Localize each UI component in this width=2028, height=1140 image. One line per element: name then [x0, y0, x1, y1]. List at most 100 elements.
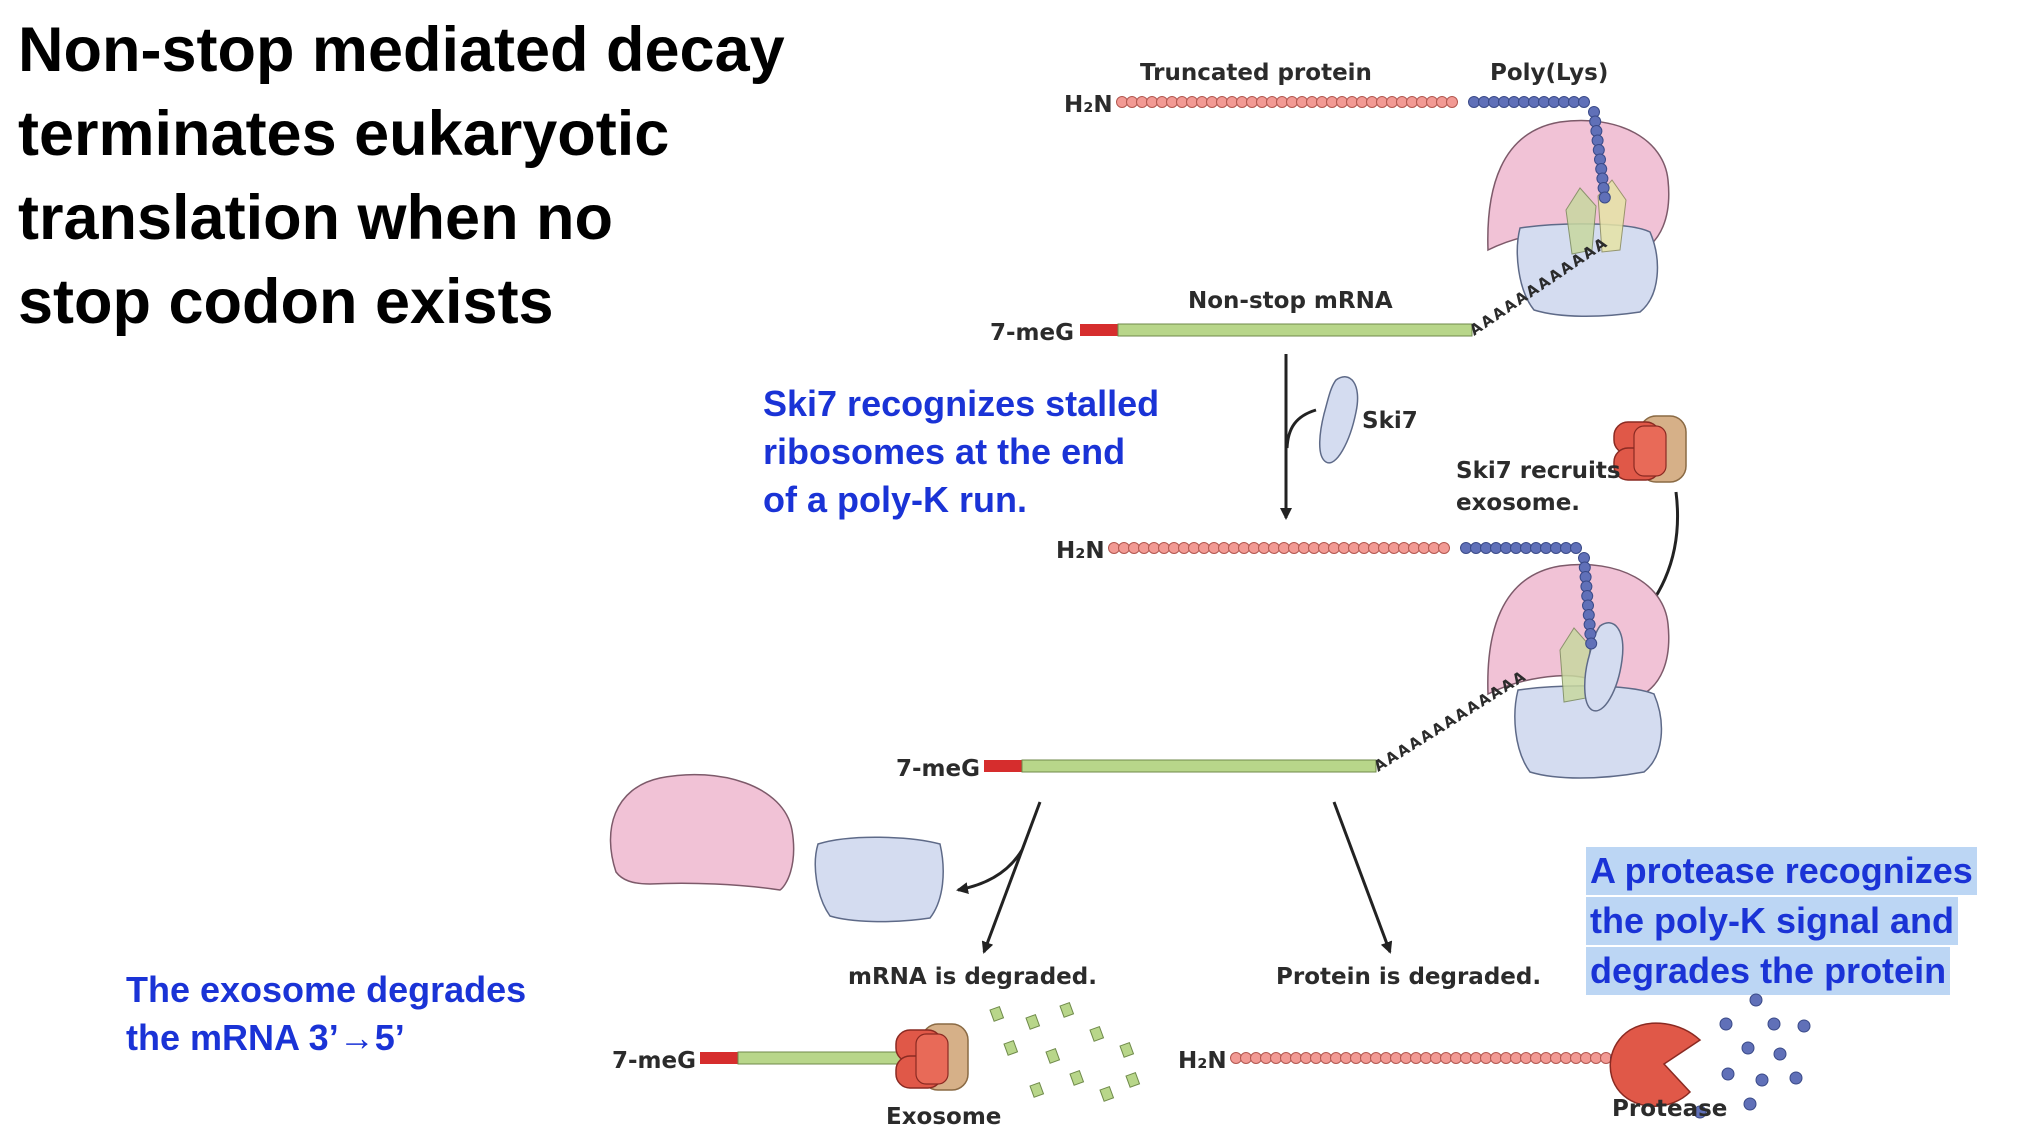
lysine-bead	[1460, 542, 1472, 554]
amino-acid-bead	[1580, 1052, 1592, 1064]
protease-label: Protease	[1612, 1096, 1727, 1122]
lysine-bead	[1558, 96, 1570, 108]
amino-acid-bead	[1300, 1052, 1312, 1064]
lysine-bead	[1500, 542, 1512, 554]
amino-acid-bead	[1118, 542, 1130, 554]
amino-acid-bead	[1318, 542, 1330, 554]
amino-acid-bead	[1298, 542, 1310, 554]
amino-acid-bead	[1256, 96, 1268, 108]
amino-acid-bead	[1280, 1052, 1292, 1064]
amino-acid-bead	[1166, 96, 1178, 108]
amino-acid-bead	[1196, 96, 1208, 108]
mrna-mid	[1021, 759, 1377, 773]
amino-acid-bead	[1316, 96, 1328, 108]
arrow-to-protein-degraded	[1332, 801, 1393, 954]
lysine-bead	[1530, 542, 1542, 554]
released-nucleotides	[989, 1001, 1141, 1102]
protein-chain-mid	[1108, 542, 1450, 554]
amino-acid-bead	[1286, 96, 1298, 108]
amino-acid-bead	[1328, 542, 1340, 554]
ski7-annotation-line-3: of a poly-K run.	[763, 479, 1027, 520]
amino-acid	[1797, 1019, 1811, 1033]
arrow-to-mrna-degraded	[981, 801, 1042, 954]
amino-acid-bead	[1410, 1052, 1422, 1064]
amino-acid-bead	[1380, 1052, 1392, 1064]
amino-acid-bead	[1296, 96, 1308, 108]
lysine-bead	[1518, 96, 1530, 108]
lysine-bead	[1570, 542, 1582, 554]
amino-acid-bead	[1246, 96, 1258, 108]
amino-acid-bead	[1278, 542, 1290, 554]
amino-acid-bead	[1490, 1052, 1502, 1064]
cap-mid	[984, 760, 1022, 772]
amino-acid-bead	[1370, 1052, 1382, 1064]
truncated-protein-label: Truncated protein	[1140, 60, 1372, 86]
amino-acid-bead	[1238, 542, 1250, 554]
protease-annotation-line-2: the poly-K signal and	[1586, 897, 1959, 945]
amino-acid-bead	[1348, 542, 1360, 554]
amino-acid-bead	[1260, 1052, 1272, 1064]
amino-acid-bead	[1368, 542, 1380, 554]
amino-acid-bead	[1320, 1052, 1332, 1064]
protease	[1609, 1022, 1702, 1107]
amino-acid	[1749, 993, 1763, 1007]
nucleotide	[989, 1005, 1005, 1022]
protease-annotation-line-3: degrades the protein	[1586, 947, 1951, 995]
exosome-annotation: The exosome degrades the mRNA 3’→5’	[126, 966, 526, 1062]
mrna-degradation: 7-meG Exosome	[612, 1001, 1141, 1130]
amino-acid-bead	[1336, 96, 1348, 108]
amino-acid-bead	[1530, 1052, 1542, 1064]
cap-bottom	[700, 1052, 738, 1064]
amino-acid-bead	[1520, 1052, 1532, 1064]
exosome-label: Exosome	[886, 1104, 1001, 1130]
amino-acid-bead	[1500, 1052, 1512, 1064]
amino-acid-bead	[1470, 1052, 1482, 1064]
arrow-subunit-release	[956, 849, 1024, 895]
amino-acid-bead	[1510, 1052, 1522, 1064]
lysine-bead	[1540, 542, 1552, 554]
large-subunit-free	[609, 773, 795, 891]
amino-acid-bead	[1198, 542, 1210, 554]
cap-top	[1080, 324, 1118, 336]
amino-acid-bead	[1216, 96, 1228, 108]
amino-acid-bead	[1450, 1052, 1462, 1064]
amino-acid-bead	[1326, 96, 1338, 108]
title-line-1: Non-stop mediated decay	[18, 15, 785, 85]
slide-title: Non-stop mediated decay terminates eukar…	[18, 8, 918, 344]
nonstop-mrna-label: Non-stop mRNA	[1188, 288, 1393, 314]
amino-acid-bead	[1310, 1052, 1322, 1064]
amino-acid-bead	[1168, 542, 1180, 554]
amino-acid-bead	[1108, 542, 1120, 554]
protein-chain-top	[1116, 96, 1458, 108]
amino-acid-bead	[1148, 542, 1160, 554]
nucleotide	[1125, 1071, 1141, 1088]
amino-acid-bead	[1386, 96, 1398, 108]
lysine-bead	[1560, 542, 1572, 554]
nascent-poly-lys-mid	[1578, 552, 1598, 650]
amino-acid	[1693, 1105, 1707, 1119]
amino-acid-bead	[1268, 542, 1280, 554]
poly-lys-label: Poly(Lys)	[1490, 60, 1608, 86]
amino-acid	[1755, 1073, 1769, 1087]
title-line-4: stop codon exists	[18, 267, 554, 337]
ski7-join-arrow	[1285, 408, 1317, 449]
ski7-annotation: Ski7 recognizes stalled ribosomes at the…	[763, 380, 1159, 524]
released-amino-acids	[1693, 993, 1811, 1119]
amino-acid-bead	[1188, 542, 1200, 554]
amino-acid-bead	[1276, 96, 1288, 108]
exosome-annotation-line-2: the mRNA 3’→5’	[126, 1017, 405, 1058]
amino-acid-bead	[1406, 96, 1418, 108]
nucleotide	[1099, 1085, 1115, 1102]
amino-acid-bead	[1240, 1052, 1252, 1064]
ski7-annotation-line-2: ribosomes at the end	[763, 431, 1126, 472]
amino-acid	[1767, 1017, 1781, 1031]
nucleotide	[1045, 1047, 1061, 1064]
amino-acid-bead	[1460, 1052, 1472, 1064]
lysine-bead	[1510, 542, 1522, 554]
amino-acid-bead	[1138, 542, 1150, 554]
amino-acid	[1773, 1047, 1787, 1061]
lysine-bead	[1470, 542, 1482, 554]
amino-acid-bead	[1290, 1052, 1302, 1064]
amino-acid-bead	[1266, 96, 1278, 108]
